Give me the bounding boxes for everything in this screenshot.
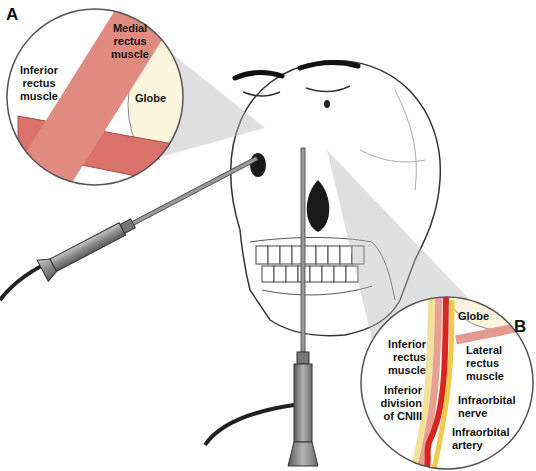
tooth — [340, 246, 352, 264]
medial-rectus-muscle — [0, 0, 200, 200]
endoscope-handle — [294, 364, 312, 442]
endoscope-shaft — [132, 157, 258, 226]
endoscope-cable — [205, 405, 294, 445]
cheekbone-line — [360, 150, 425, 162]
infraorbital-artery — [424, 295, 446, 471]
tooth — [334, 266, 346, 282]
inset-border — [7, 9, 183, 185]
globe-label: Globe — [458, 310, 489, 323]
nerve-label: Inferior division of CNIII — [370, 384, 422, 423]
tooth — [304, 246, 316, 264]
muscle-label: Medial rectus muscle — [102, 22, 158, 61]
closed-eye — [243, 92, 280, 96]
orbit-point — [324, 100, 330, 108]
infraorbital-nerve — [432, 300, 452, 471]
artery-label: Infraorbital artery — [452, 426, 512, 452]
inset-border — [361, 297, 533, 469]
tooth — [280, 246, 292, 264]
muscle-label: Inferior rectus muscle — [376, 338, 426, 377]
teeth — [256, 246, 364, 282]
endoscope-shaft — [301, 148, 305, 352]
tooth — [268, 246, 280, 264]
inset-a-anatomy — [0, 0, 232, 200]
panel-letter: A — [6, 6, 18, 24]
tooth — [256, 246, 268, 264]
closed-eye — [306, 86, 350, 92]
nasal-cavity — [307, 180, 330, 232]
nasal-cavity — [250, 153, 266, 177]
globe-label: Globe — [135, 92, 166, 105]
endoscope-handle — [50, 223, 126, 272]
skull-suture — [395, 90, 416, 190]
tooth — [322, 266, 334, 282]
tooth — [310, 266, 322, 282]
tooth — [286, 266, 298, 282]
panel-letter: B — [514, 318, 526, 336]
eyebrow — [235, 72, 282, 78]
nerve-label: Infraorbital nerve — [458, 394, 518, 420]
endoscope-ring — [297, 352, 309, 364]
jaw-line — [262, 286, 372, 295]
eyepiece — [288, 442, 318, 466]
eyebrow — [300, 62, 358, 68]
tooth — [262, 266, 274, 282]
tooth — [328, 246, 340, 264]
muscle-label: Inferior rectus muscle — [14, 64, 64, 103]
muscle-label: Lateral rectus muscle — [466, 344, 516, 383]
tooth — [274, 266, 286, 282]
tooth — [316, 246, 328, 264]
